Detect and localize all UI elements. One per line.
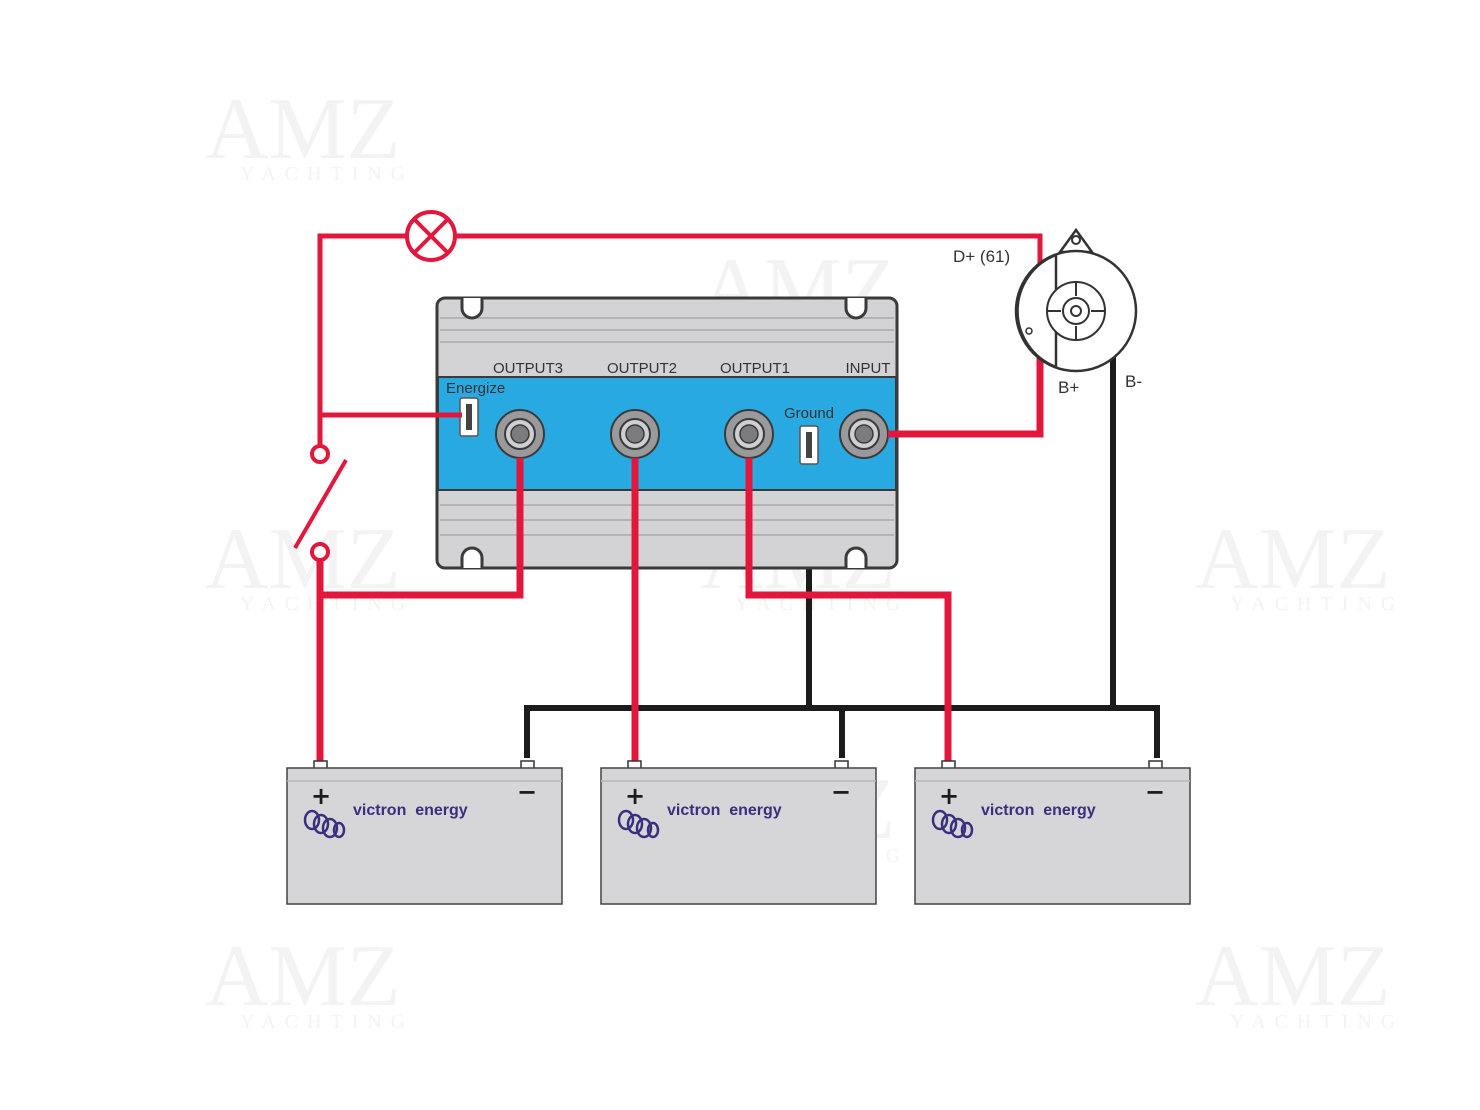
mount-slot-top-left [460, 298, 484, 320]
watermark-bottom-right: AMZ YACHTING [1195, 928, 1404, 1033]
battery-1: + − victron energy [286, 760, 563, 905]
terminal-stud-output3 [495, 409, 545, 459]
terminal-stud-output1 [724, 409, 774, 459]
mount-slot-bottom-left [460, 546, 484, 568]
minus-symbol: − [831, 778, 851, 806]
input-wire [888, 345, 1044, 438]
watermark-bottom-left: AMZ YACHTING [205, 928, 414, 1033]
energize-terminal [459, 397, 479, 437]
mounting-slots [460, 298, 868, 568]
plus-symbol: + [311, 782, 331, 810]
lamp-icon [405, 210, 457, 262]
watermark-tagline: YACHTING [240, 163, 414, 185]
battery-3: + − victron energy [914, 760, 1191, 905]
watermark-tagline: YACHTING [1230, 593, 1404, 615]
terminal-stud-input [839, 409, 889, 459]
ground-terminal [799, 425, 819, 465]
mount-slot-top-right [844, 298, 868, 320]
victron-logo-icon [303, 809, 346, 839]
terminal-stud-output2 [610, 409, 660, 459]
watermark-tagline: YACHTING [240, 1011, 414, 1033]
mount-slot-bottom-right [844, 546, 868, 568]
watermark-top-left: AMZ YACHTING [205, 81, 414, 185]
energize-label: Energize [446, 380, 505, 397]
alternator-icon [1014, 227, 1138, 373]
output1-label: OUTPUT1 [720, 360, 790, 377]
plus-symbol: + [625, 782, 645, 810]
positive-wiring [316, 233, 1044, 762]
watermark-right-mid: AMZ YACHTING [1195, 511, 1404, 615]
watermark-brand: AMZ [1195, 511, 1391, 608]
output2-label: OUTPUT2 [607, 360, 677, 377]
switch-icon [293, 444, 348, 562]
plus-symbol: + [939, 782, 959, 810]
output3-wire [320, 458, 524, 599]
battery-isolator: OUTPUT3 OUTPUT2 OUTPUT1 INPUT Energize G… [435, 296, 899, 570]
battery-brand: victron energy [353, 802, 468, 819]
battery-brand: victron energy [981, 802, 1096, 819]
watermark-brand: AMZ [205, 928, 401, 1025]
d-plus-excitation-wire [456, 233, 1043, 268]
victron-logo-icon [617, 809, 660, 839]
output3-label: OUTPUT3 [493, 360, 563, 377]
watermark-brand: AMZ [1195, 928, 1391, 1025]
battery-2: + − victron energy [600, 760, 877, 905]
battery-brand: victron energy [667, 802, 782, 819]
output1-wire [745, 458, 952, 762]
input-label: INPUT [846, 360, 891, 377]
watermark-tagline: YACHTING [1230, 1011, 1404, 1033]
d-plus-label: D+ (61) [953, 247, 1010, 266]
minus-symbol: − [517, 778, 537, 806]
ground-label: Ground [784, 405, 834, 422]
minus-symbol: − [1145, 778, 1165, 806]
victron-logo-icon [931, 809, 974, 839]
b-plus-label: B+ [1058, 378, 1079, 397]
watermark-brand: AMZ [205, 81, 401, 178]
lamp-to-switch-wire [317, 233, 406, 445]
b-minus-label: B- [1125, 372, 1142, 391]
isolator-fins [440, 317, 894, 536]
